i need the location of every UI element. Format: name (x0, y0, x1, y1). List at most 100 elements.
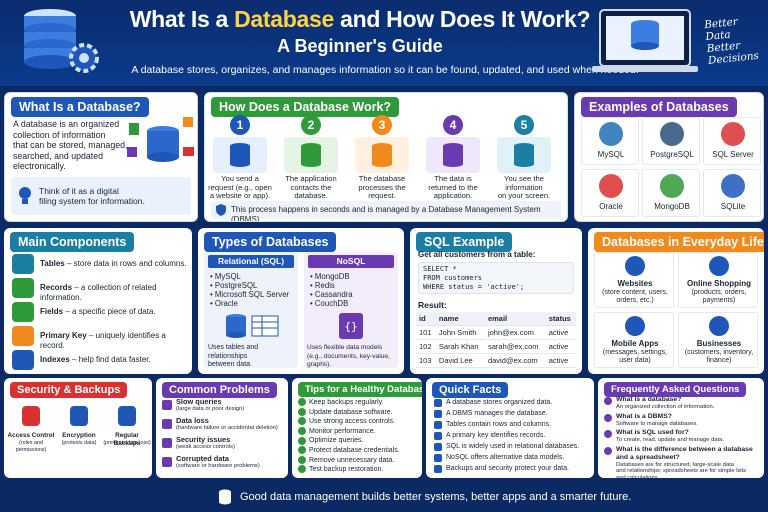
step-icon (284, 137, 338, 173)
page-title: What Is a Database and How Does It Work? (129, 6, 591, 32)
dbms-note: This process happens in seconds and is m… (231, 205, 541, 222)
example-postgresql: PostgreSQL (642, 117, 700, 165)
column-header: id (416, 312, 436, 326)
table-cell: active (545, 353, 576, 368)
component-item: Fields – a specific piece of data. (40, 307, 156, 316)
table-cell: active (545, 339, 576, 354)
fact-item: Backups and security protect your data. (446, 465, 569, 472)
fact-icon (434, 465, 442, 473)
better-data-note: Better Data Better Decisions (703, 15, 760, 68)
example-oracle: Oracle (581, 169, 639, 217)
check-icon (298, 455, 306, 464)
problem-icon (162, 419, 172, 429)
tip-item: Update database software. (298, 407, 422, 417)
check-icon (298, 398, 306, 407)
page-subtitle: A Beginner's Guide (277, 36, 443, 56)
problems-card: Common Problems Slow queries(large data … (156, 378, 288, 478)
example-label: PostgreSQL (650, 150, 694, 159)
table-cell: Sarah Khan (435, 339, 485, 354)
component-icon (12, 254, 34, 274)
check-icon (298, 465, 306, 474)
everyday-life-card: Databases in Everyday Life Websites(stor… (588, 228, 764, 374)
faq-question: What is a DBMS? (616, 412, 672, 420)
tip-item: Monitor performance. (298, 426, 422, 436)
faq-answer: Databases are for structured, large-scal… (616, 461, 734, 468)
tip-item: Remove unnecessary data. (298, 455, 422, 465)
database-icon (127, 117, 194, 162)
types-card: Types of Databases Relational (SQL) • My… (198, 228, 404, 374)
column-header: name (435, 312, 485, 326)
check-icon (298, 436, 306, 445)
examples-heading: Examples of Databases (581, 97, 737, 117)
everyday-item: Online Shopping(products, orders,payment… (678, 252, 758, 308)
facts-heading: Quick Facts (432, 382, 509, 398)
everyday-icon (625, 256, 645, 276)
problem-icon (162, 438, 172, 448)
nosql-panel: NoSQL • MongoDB• Redis• Cassandra• Couch… (304, 252, 398, 368)
what-is-card: What Is a Database? A database is an org… (4, 92, 198, 222)
faq-question: What is the difference between a databas… (616, 445, 753, 453)
fact-item: Tables contain rows and columns. (446, 421, 552, 428)
fact-icon (434, 432, 442, 440)
everyday-life-heading: Databases in Everyday Life (594, 232, 764, 252)
faq-question: What is SQL used for? (616, 429, 689, 437)
types-heading: Types of Databases (204, 232, 337, 252)
facts-card: Quick Facts A database stores organized … (426, 378, 594, 478)
fact-item: A DBMS manages the database. (446, 410, 548, 417)
component-item: Primary Key – uniquely identifies a reco… (40, 331, 166, 350)
example-label: SQL Server (712, 150, 754, 159)
question-icon (604, 430, 612, 439)
db-logo-icon (660, 122, 684, 146)
tip-item: Keep backups regularly. (298, 398, 422, 407)
table-cell: 101 (416, 325, 436, 340)
db-logo-icon (660, 174, 684, 198)
everyday-item: Mobile Apps(messages, settings,user data… (594, 312, 674, 368)
what-is-heading: What Is a Database? (11, 97, 149, 117)
tip-item: Use strong access controls. (298, 417, 422, 426)
fact-item: A database stores organized data. (446, 399, 553, 406)
table-cell: active (545, 325, 576, 340)
table-cell: David Lee (435, 353, 485, 368)
table-cell: david@ex.com (484, 353, 546, 368)
database-icon (219, 489, 231, 505)
example-label: Oracle (599, 202, 623, 211)
faq-card: Frequently Asked Questions What is a dat… (598, 378, 764, 478)
faq-question: and a spreadsheet? (616, 453, 680, 461)
fact-icon (434, 421, 442, 429)
table-cell: 103 (416, 353, 436, 368)
check-icon (298, 417, 306, 426)
lightbulb-icon (19, 187, 31, 204)
step-icon (497, 137, 551, 173)
step-number: 2 (301, 115, 321, 135)
security-heading: Security & Backups (10, 382, 128, 398)
example-sql-server: SQL Server (703, 117, 761, 165)
step-number: 1 (230, 115, 250, 135)
example-mysql: MySQL (581, 117, 639, 165)
page-tagline: A database stores, organizes, and manage… (131, 64, 639, 76)
step-icon (426, 137, 480, 173)
table-cell: 102 (416, 339, 436, 354)
table-cell: sarah@ex.com (484, 339, 546, 354)
everyday-icon (709, 256, 729, 276)
component-item: Indexes – help find data faster. (40, 355, 151, 364)
table-cell: john@ex.com (484, 325, 546, 340)
step-icon (355, 137, 409, 173)
check-icon (298, 446, 306, 455)
problem-icon (162, 457, 172, 467)
check-icon (298, 426, 306, 435)
column-header: email (484, 312, 546, 326)
laptop-database-icon (592, 9, 698, 72)
header: What Is a Database and How Does It Work?… (0, 0, 768, 86)
component-item: Records – a collection of related inform… (40, 283, 157, 302)
table-cell: John Smith (435, 325, 485, 340)
